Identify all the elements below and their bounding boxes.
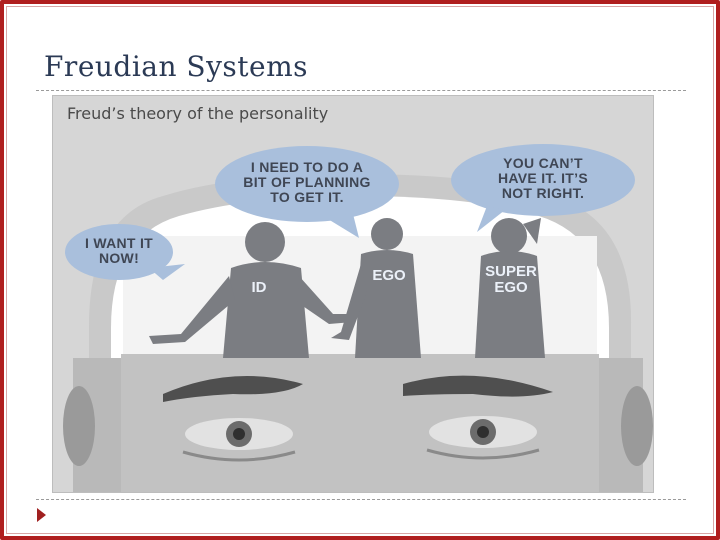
slide-frame-inner — [6, 6, 714, 534]
freud-personality-illustration: Freud’s theory of the personality I WANT… — [52, 95, 654, 493]
illustration-artwork — [53, 96, 653, 492]
bullet-arrow-icon — [37, 508, 46, 522]
ego-speech-bubble: I NEED TO DO A BIT OF PLANNING TO GET IT… — [217, 160, 397, 205]
id-speech-line: NOW! — [98, 250, 140, 266]
ego-speech-line: TO GET IT. — [270, 189, 344, 205]
footer-divider — [36, 499, 686, 500]
ego-figure-label: EGO — [372, 267, 406, 284]
superego-speech-line: NOT RIGHT. — [501, 185, 585, 201]
superego-figure-label: SUPER EGO — [477, 264, 545, 296]
id-speech-line: I WANT IT — [84, 235, 154, 251]
superego-label-line: SUPER — [485, 263, 537, 280]
ego-speech-line: I NEED TO DO A — [250, 159, 364, 175]
superego-speech-line: HAVE IT. IT’S — [498, 170, 588, 186]
title-divider — [36, 90, 686, 91]
id-figure-label: ID — [251, 279, 267, 296]
illustration-caption: Freud’s theory of the personality — [67, 104, 329, 123]
slide-title: Freudian Systems — [44, 50, 309, 83]
id-speech-bubble: I WANT IT NOW! — [67, 236, 171, 266]
superego-speech-line: YOU CAN’T — [503, 155, 583, 171]
superego-label-line: EGO — [494, 279, 528, 296]
ego-speech-line: BIT OF PLANNING — [243, 174, 371, 190]
superego-speech-bubble: YOU CAN’T HAVE IT. IT’S NOT RIGHT. — [455, 156, 631, 201]
